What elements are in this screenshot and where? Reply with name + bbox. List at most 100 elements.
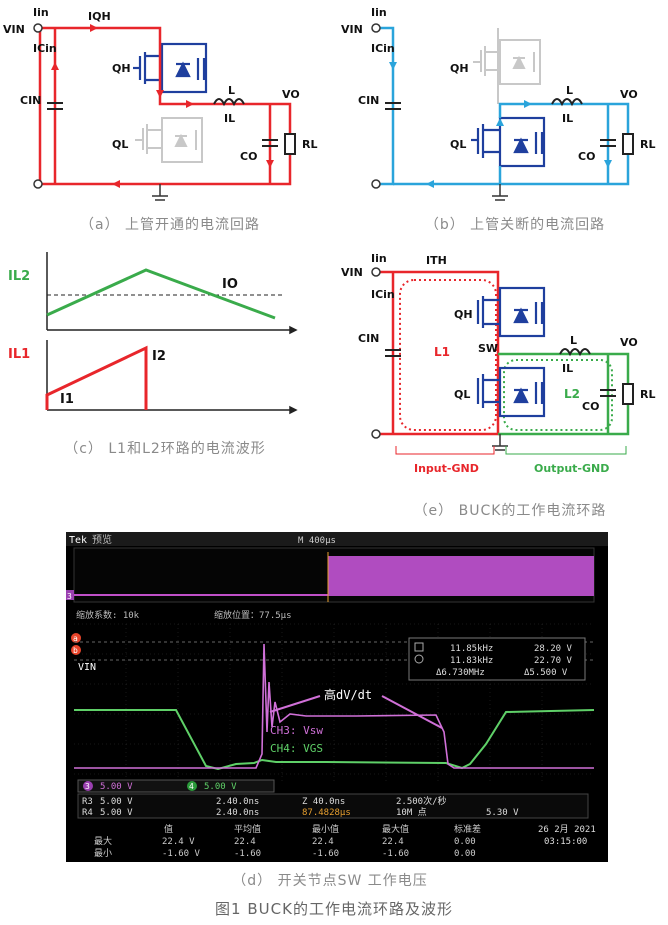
panel-a-circuit: VIN Iin IQH ICin CIN QH QL L IL VO CO RL (3, 6, 317, 201)
il-label-b: IL (562, 112, 573, 125)
svg-text:3: 3 (85, 782, 90, 791)
sw-label-e: SW (478, 342, 498, 355)
arrows-a (51, 24, 274, 188)
r3-scale: 5.00 V (100, 797, 133, 807)
ch3-vsw-trace (74, 643, 594, 769)
svg-text:最大: 最大 (94, 835, 112, 847)
sample-rate: 2.500次/秒 (396, 795, 447, 807)
panel-c-waveforms: IL2 IO IL1 I1 I2 (8, 252, 298, 415)
panel-b-circuit: VIN Iin ICin CIN QH QL L IL VO CO RL (341, 6, 655, 201)
dvdt-annotation: 高dV/dt (324, 687, 372, 702)
ql-label-b: QL (450, 138, 466, 151)
delta-freq: Δ6.730MHz (436, 668, 485, 678)
il1-waveform (45, 345, 148, 410)
delta-volt: Δ5.500 V (524, 668, 568, 678)
caption-a: （a） 上管开通的电流回路 (79, 217, 261, 233)
caption-d: （d） 开关节点SW 工作电压 (232, 873, 428, 889)
svg-text:0.00: 0.00 (454, 849, 476, 859)
cin-label-a: CIN (20, 94, 41, 107)
il1-label: IL1 (8, 347, 30, 362)
iin-label-b: Iin (371, 6, 387, 19)
r4-scale: 5.00 V (100, 808, 133, 818)
svg-text:22.4 V: 22.4 V (162, 837, 195, 847)
co-label-a: CO (240, 150, 257, 163)
rl-label-b: RL (640, 138, 655, 151)
svg-text:-1.60: -1.60 (234, 849, 261, 859)
qh-label-e: QH (454, 308, 473, 321)
cursor-a-freq: 11.85kHz (450, 644, 493, 654)
svg-text:22.4: 22.4 (312, 837, 334, 847)
ch4-scale: 5.00 V (204, 782, 237, 792)
trigger-level: 5.30 V (486, 808, 519, 818)
qh-label-a: QH (112, 62, 131, 75)
il2-waveform (46, 268, 276, 320)
qh-mosfet-off (473, 28, 541, 104)
svg-text:平均值: 平均值 (234, 823, 261, 835)
iin-label-e: Iin (371, 252, 387, 265)
svg-text:0.00: 0.00 (454, 837, 476, 847)
il-label-a: IL (224, 112, 235, 125)
vo-label-a: VO (282, 88, 300, 101)
il-label-e: IL (562, 362, 573, 375)
i1-label: I1 (60, 392, 74, 407)
vin-label-b: VIN (341, 23, 363, 36)
co-label-b: CO (578, 150, 595, 163)
low-side-current-loop (378, 26, 630, 186)
co-label-e: CO (582, 400, 599, 413)
l-label-b: L (566, 84, 573, 97)
figure-title: 图1 BUCK的工作电流环路及波形 (215, 900, 453, 918)
l2-label: L2 (564, 387, 580, 401)
cursor-a-marker (71, 633, 81, 643)
svg-text:22.4: 22.4 (382, 837, 404, 847)
svg-text:3: 3 (67, 592, 72, 601)
vo-label-b: VO (620, 88, 638, 101)
record-length: 10M 点 (396, 807, 427, 818)
scope-vin-label: VIN (78, 662, 96, 673)
cin-label-b: CIN (358, 94, 379, 107)
rl-label-e: RL (640, 388, 655, 401)
vo-label-e: VO (620, 336, 638, 349)
oscilloscope-screen: Tek 预览 M 400μs 3 缩放系数: 10k 缩放位置：77.5μs a… (66, 532, 608, 862)
ql-label-e: QL (454, 388, 470, 401)
icin-label-e: ICin (371, 288, 395, 301)
icin-label-b: ICin (371, 42, 395, 55)
l-label-a: L (228, 84, 235, 97)
rl-label-a: RL (302, 138, 317, 151)
qh-label-b: QH (450, 62, 469, 75)
scope-timebase: M 400μs (298, 536, 336, 546)
icin-label-a: ICin (33, 42, 57, 55)
io-label: IO (222, 277, 238, 292)
zoom-position: 缩放位置：77.5μs (214, 609, 292, 621)
scope-time: 03:15:00 (544, 837, 587, 847)
svg-text:4: 4 (189, 782, 194, 791)
scope-date: 26 2月 2021 (538, 824, 596, 835)
cursor-b-volt: 22.70 V (534, 656, 573, 666)
panel-e-buck-loops: VIN Iin ITH ICin CIN QH QL SW L IL VO CO… (341, 252, 655, 475)
svg-text:最小: 最小 (94, 848, 112, 859)
cursor-b-freq: 11.83kHz (450, 656, 493, 666)
passives-a (47, 98, 296, 155)
svg-text:最小值: 最小值 (312, 823, 339, 835)
zoom-factor: 缩放系数: 10k (76, 609, 140, 621)
svg-text:R3: R3 (82, 797, 93, 807)
iqh-label-a: IQH (88, 10, 111, 23)
svg-text:-1.60: -1.60 (382, 849, 409, 859)
time-div: Z 40.0ns (302, 797, 345, 807)
scope-brand: Tek (69, 535, 87, 546)
l1-label: L1 (434, 345, 450, 359)
ql-mosfet-off (135, 117, 203, 163)
svg-text:标准差: 标准差 (454, 823, 481, 835)
ch3-label: CH3: Vsw (270, 724, 323, 737)
cursor-b-marker (71, 645, 81, 655)
i2-label: I2 (152, 349, 166, 364)
caption-e: （e） BUCK的工作电流环路 (413, 503, 607, 519)
svg-text:b: b (73, 646, 78, 655)
iin-label-a: Iin (33, 6, 49, 19)
measurement-table: 值 平均值 最小值 最大值 标准差 最大 22.4 V 22.4 22.4 22… (94, 823, 481, 859)
svg-text:值: 值 (164, 823, 173, 835)
l-label-e: L (570, 334, 577, 347)
cin-label-e: CIN (358, 332, 379, 345)
ql-label-a: QL (112, 138, 128, 151)
caption-b: （b） 上管关断的电流回路 (424, 217, 606, 233)
scope-grid (74, 623, 594, 782)
